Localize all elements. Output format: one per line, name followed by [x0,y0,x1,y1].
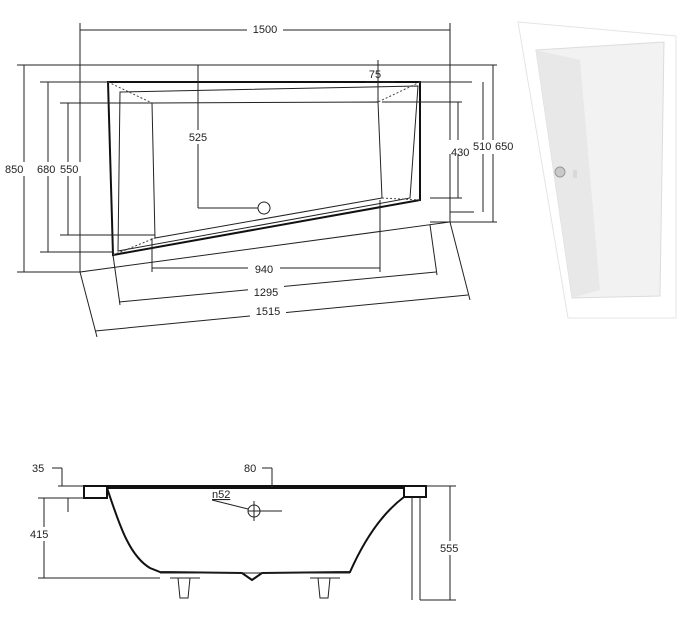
overflow-icon [573,170,577,178]
corner-line-tl [107,81,153,104]
leg-left [177,577,191,599]
drain-icon [554,166,566,178]
dim-1500: 1500 [253,24,277,36]
dim-415: 415 [30,529,48,541]
dim-430: 430 [451,147,469,159]
dim-35: 35 [32,463,44,475]
side-rim [83,485,427,499]
leg-right [317,577,331,599]
side-view: 35 80 n52 415 555 [28,463,468,601]
outer-frame [79,64,451,273]
dim-850: 850 [5,164,23,176]
bathtub-photo [517,21,677,319]
dim-1515: 1515 [256,306,280,318]
drain-circle [257,201,271,215]
dim-550: 550 [60,164,78,176]
corner-line-bl [112,237,156,256]
basin-floor [151,101,383,239]
tub-shade [536,50,600,298]
corner-line-tr [377,81,421,103]
dim-650: 650 [495,141,513,153]
side-basin [106,487,405,582]
dim-940: 940 [255,264,273,276]
top-view: 1500 75 525 850 680 550 430 [4,22,513,338]
dim-75: 75 [369,69,381,81]
dim-525: 525 [189,132,207,144]
basin-outline [117,85,419,252]
dim-n52: n52 [212,489,230,501]
dim-555: 555 [440,543,458,555]
dim-510: 510 [473,141,491,153]
dim-680: 680 [37,164,55,176]
dim-80: 80 [244,463,256,475]
dim-1295: 1295 [254,287,278,299]
